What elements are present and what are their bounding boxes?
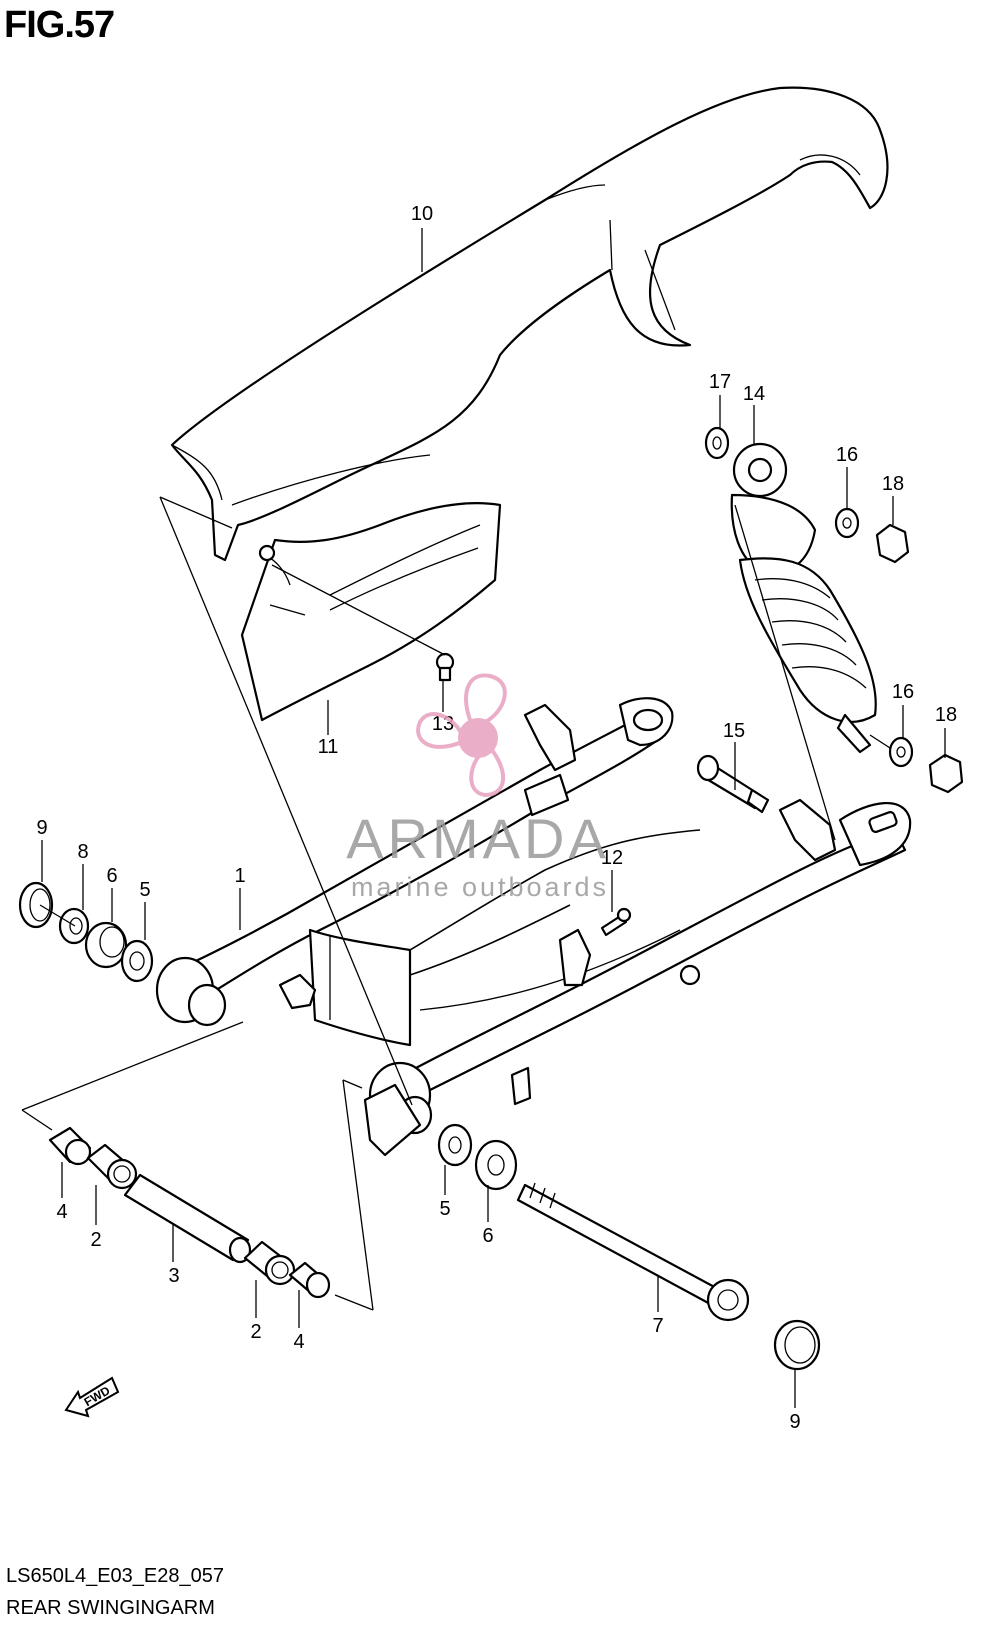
watermark-tagline: marine outboards bbox=[351, 872, 609, 902]
callout-6b: 6 bbox=[482, 1225, 493, 1247]
washer-part-16a[interactable] bbox=[834, 507, 860, 539]
callout-14: 14 bbox=[743, 383, 765, 405]
callout-12: 12 bbox=[601, 847, 623, 869]
callout-4a: 4 bbox=[56, 1201, 67, 1223]
fwd-arrow-icon: FWD bbox=[64, 1376, 120, 1418]
pivot-bolt-part-7[interactable] bbox=[516, 1182, 750, 1322]
callout-2a: 2 bbox=[90, 1229, 101, 1251]
swingarm-part-1[interactable] bbox=[155, 697, 912, 1157]
callout-16b: 16 bbox=[892, 681, 914, 703]
armada-watermark: ARMADA marine outboards bbox=[346, 673, 610, 902]
cap-part-9b[interactable] bbox=[773, 1319, 821, 1371]
callout-15: 15 bbox=[723, 720, 745, 742]
washer-part-5b[interactable] bbox=[437, 1123, 473, 1167]
nut-part-18a[interactable] bbox=[875, 523, 910, 564]
callout-5b: 5 bbox=[439, 1198, 450, 1220]
callout-18b: 18 bbox=[935, 704, 957, 726]
washer-part-5a[interactable] bbox=[120, 939, 154, 983]
callout-18a: 18 bbox=[882, 473, 904, 495]
chain-case-part-10[interactable] bbox=[170, 86, 889, 562]
washer-part-17[interactable] bbox=[704, 426, 730, 460]
shock-bolt-part-15[interactable] bbox=[696, 754, 770, 814]
callout-10: 10 bbox=[411, 203, 433, 225]
callout-5a: 5 bbox=[139, 879, 150, 901]
callout-17: 17 bbox=[709, 371, 731, 393]
callout-6a: 6 bbox=[106, 865, 117, 887]
bushing-part-4b[interactable] bbox=[288, 1261, 331, 1299]
callout-2b: 2 bbox=[250, 1321, 261, 1343]
callout-16a: 16 bbox=[836, 444, 858, 466]
callout-8: 8 bbox=[77, 841, 88, 863]
bolt-part-12[interactable] bbox=[600, 907, 632, 937]
figure-title: FIG.57 bbox=[4, 4, 115, 46]
nut-part-18b[interactable] bbox=[928, 753, 964, 794]
bearing-part-2a[interactable] bbox=[86, 1143, 138, 1190]
washer-part-16b[interactable] bbox=[888, 736, 914, 768]
rear-shock-part-14[interactable] bbox=[730, 442, 877, 754]
callout-3: 3 bbox=[168, 1265, 179, 1287]
callout-11: 11 bbox=[318, 736, 339, 758]
callout-leaders bbox=[41, 228, 946, 1408]
chain-guard-part-11[interactable] bbox=[240, 502, 502, 722]
cap-part-9a[interactable] bbox=[18, 881, 54, 929]
spacer-part-6b[interactable] bbox=[474, 1139, 518, 1191]
callout-labels: 10 17 14 16 18 11 1 3 16 18 15 12 9 8 6 5… bbox=[36, 203, 957, 1433]
bearing-part-2b[interactable] bbox=[243, 1240, 296, 1286]
watermark-brand: ARMADA bbox=[346, 807, 610, 870]
bolt-part-13[interactable] bbox=[435, 652, 455, 682]
callout-7: 7 bbox=[652, 1315, 663, 1337]
assembly-guide-lines bbox=[21, 496, 891, 1311]
figure-code: LS650L4_E03_E28_057 bbox=[6, 1565, 224, 1587]
callout-4b: 4 bbox=[293, 1331, 304, 1353]
callout-9b: 9 bbox=[789, 1411, 800, 1433]
spacer-part-6a[interactable] bbox=[84, 921, 128, 969]
bushing-part-4a[interactable] bbox=[48, 1126, 92, 1166]
figure-name: REAR SWINGINGARM bbox=[6, 1597, 215, 1619]
callout-1: 1 bbox=[234, 865, 245, 887]
spacer-tube-part-3[interactable] bbox=[123, 1173, 252, 1264]
propeller-logo-icon bbox=[416, 673, 507, 798]
callout-9a: 9 bbox=[36, 817, 47, 839]
